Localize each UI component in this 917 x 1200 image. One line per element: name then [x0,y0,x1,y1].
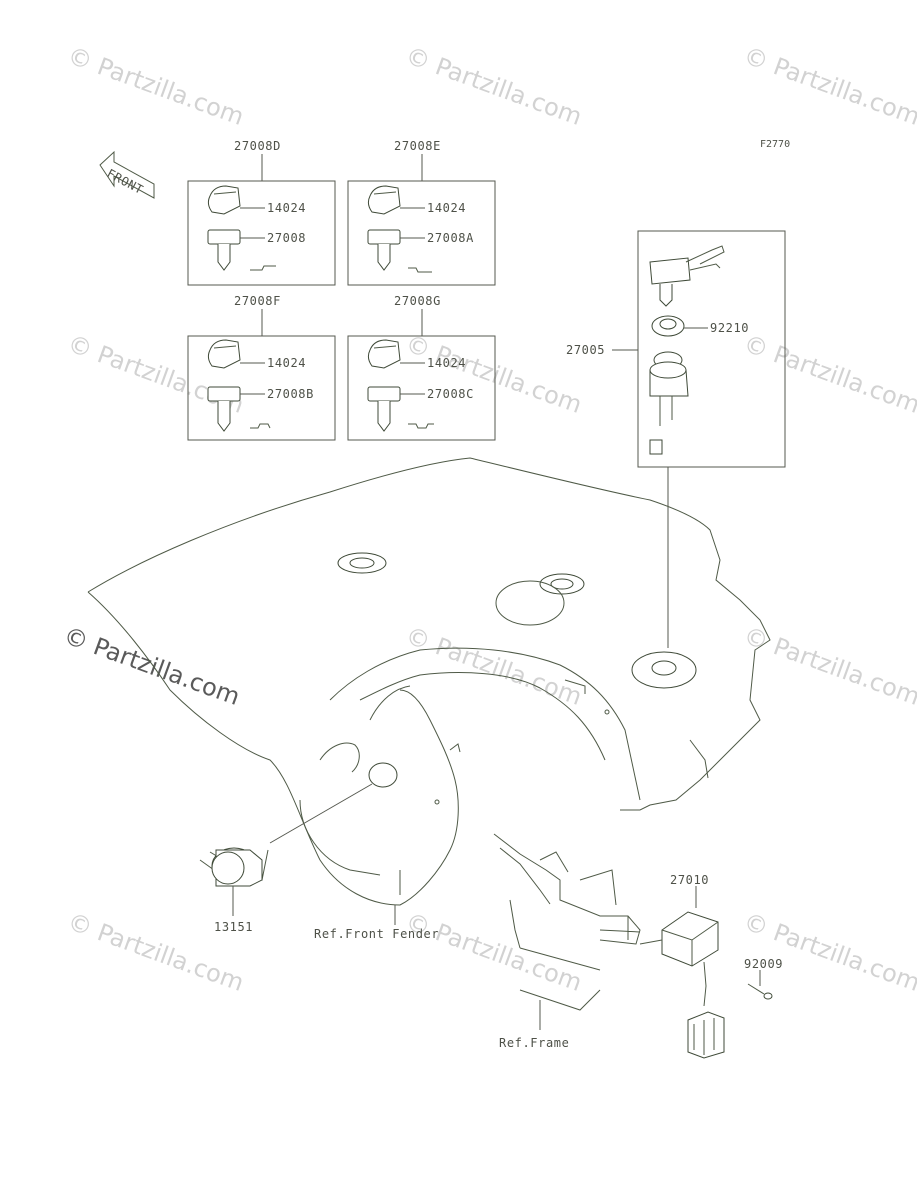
ref-label-fender: Ref.Front Fender [314,927,439,941]
part-number: 27008 [267,231,306,245]
part-number: 92009 [744,957,783,971]
watermark: © Partzilla.com [402,621,586,711]
part-number: 14024 [267,356,306,370]
relay: 27010 92009 [639,873,783,1059]
part-number: 92210 [710,321,749,335]
watermark: © Partzilla.com [64,41,248,131]
frame-bracket: Ref.Frame [493,833,641,1050]
part-number: 27008B [267,387,314,401]
watermark-layer: © Partzilla.com © Partzilla.com © Partzi… [60,41,917,997]
key-set-label: 27008E [394,139,441,153]
watermark: © Partzilla.com [740,41,917,131]
watermark: © Partzilla.com [740,907,917,997]
front-arrow-label: FRONT [105,166,146,197]
part-number: 14024 [427,356,466,370]
key-set-label: 27008D [234,139,281,153]
watermark: © Partzilla.com [402,907,586,997]
key-set-label: 27008G [394,294,441,308]
watermark: © Partzilla.com [60,621,244,711]
part-number: 13151 [214,920,253,934]
part-number: 14024 [267,201,306,215]
key-set-27008E: 27008E 14024 27008A [347,139,496,286]
part-number: 27010 [670,873,709,887]
ref-label-frame: Ref.Frame [499,1036,569,1050]
watermark: © Partzilla.com [402,329,586,419]
part-number: 27008A [427,231,474,245]
ignition-switch-assembly: 92210 27005 [566,230,786,648]
front-fender: Ref.Front Fender [87,457,771,941]
part-number: 27008C [427,387,474,401]
key-set-27008F: 27008F 14024 27008B [187,294,336,441]
part-number: 14024 [427,201,466,215]
watermark: © Partzilla.com [402,41,586,131]
key-set-label: 27008F [234,294,281,308]
assembly-number: 27005 [566,343,605,357]
watermark: © Partzilla.com [740,329,917,419]
watermark: © Partzilla.com [740,621,917,711]
key-set-27008G: 27008G 14024 27008C [347,294,496,441]
front-arrow-icon: FRONT [99,150,155,199]
figure-code: F2770 [760,139,790,150]
key-set-27008D: 27008D 14024 27008 [187,139,336,286]
key-lock: 13151 [199,762,398,934]
